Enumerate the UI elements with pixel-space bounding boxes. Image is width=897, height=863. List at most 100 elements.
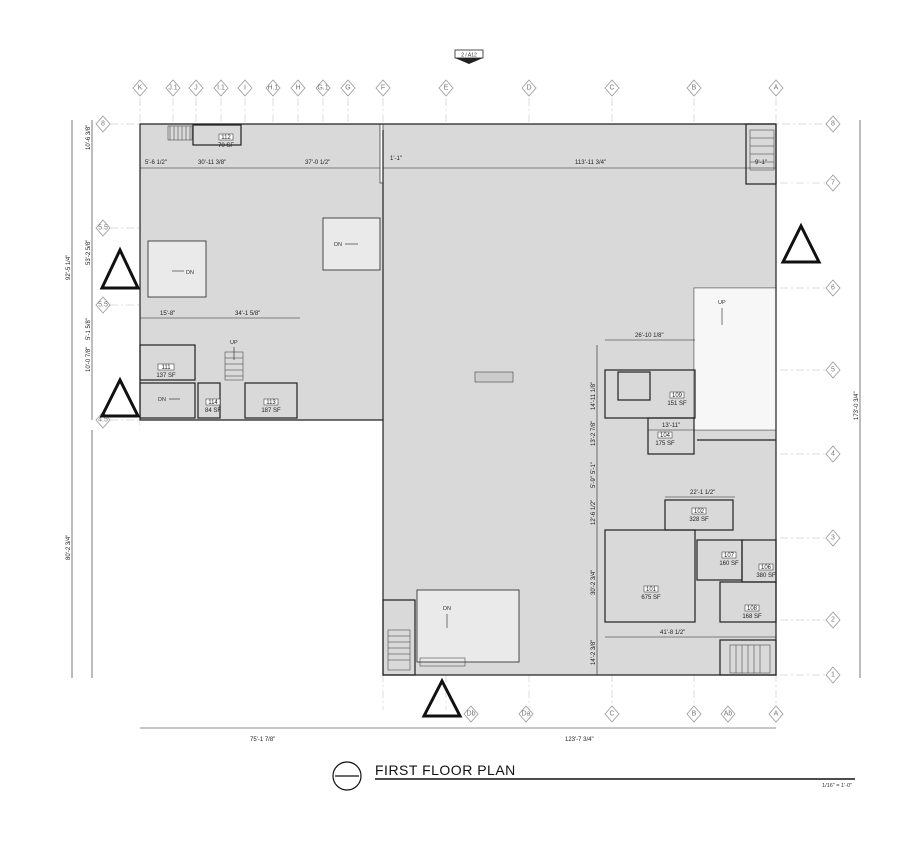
walls: [139, 123, 777, 676]
svg-text:15'-8": 15'-8": [160, 311, 175, 317]
svg-text:113'-11 3/4": 113'-11 3/4": [575, 160, 606, 166]
grid-bubble-6: 6: [825, 279, 841, 297]
svg-text:6: 6: [831, 285, 835, 292]
grid-bubble-4: 4: [825, 445, 841, 463]
svg-text:380 SF: 380 SF: [756, 573, 776, 579]
svg-text:12'-6 1/2": 12'-6 1/2": [591, 500, 597, 525]
svg-text:DN: DN: [186, 270, 194, 276]
svg-text:I.1: I.1: [217, 85, 225, 92]
svg-text:160 SF: 160 SF: [719, 561, 739, 567]
grid-bubble-db: Db: [463, 705, 479, 723]
svg-text:101: 101: [646, 587, 657, 593]
svg-text:C: C: [609, 711, 614, 718]
svg-text:B: B: [692, 85, 697, 92]
grid-bubble-left-5-5b: 5.5: [95, 296, 111, 314]
grid-bubble-d: D: [521, 79, 537, 97]
svg-text:DN: DN: [334, 242, 342, 248]
svg-text:10'-6 3/8": 10'-6 3/8": [86, 125, 92, 150]
svg-text:26'-10 1/8": 26'-10 1/8": [635, 333, 664, 339]
triangle-markers: [99, 222, 822, 718]
svg-text:4.5: 4.5: [98, 417, 108, 424]
svg-text:8: 8: [101, 121, 105, 128]
svg-text:G: G: [345, 85, 350, 92]
grid-bubble-c: C: [604, 79, 620, 97]
svg-text:A: A: [774, 711, 779, 718]
grid-bubble-k: K: [132, 79, 148, 97]
title-block: FIRST FLOOR PLAN 1/16" = 1'-0": [332, 761, 855, 791]
room-tag-112: 112 70 SF: [218, 133, 234, 149]
stairs: [167, 125, 775, 674]
svg-text:30'-2 3/4": 30'-2 3/4": [591, 570, 597, 595]
svg-text:187 SF: 187 SF: [261, 408, 281, 414]
grid-bubble-g1: G.1: [315, 79, 331, 97]
svg-text:123'-7 3/4": 123'-7 3/4": [565, 737, 594, 743]
svg-text:22'-1 1/2": 22'-1 1/2": [690, 490, 715, 496]
svg-text:108: 108: [747, 606, 758, 612]
svg-text:Da: Da: [522, 711, 531, 718]
grid-bubble-3: 3: [825, 529, 841, 547]
svg-text:41'-8 1/2": 41'-8 1/2": [660, 630, 685, 636]
grid-bubble-i1: I.1: [213, 79, 229, 97]
svg-text:106: 106: [761, 565, 772, 571]
svg-text:3: 3: [831, 535, 835, 542]
svg-text:E: E: [444, 85, 449, 92]
svg-text:75'-1 7/8": 75'-1 7/8": [250, 737, 275, 743]
svg-text:Db: Db: [467, 711, 476, 718]
svg-text:37'-0 1/2": 37'-0 1/2": [305, 160, 330, 166]
svg-text:111: 111: [161, 365, 171, 371]
sheet-reference-tag: 2 / A12: [454, 49, 484, 64]
svg-text:30'-11 3/8": 30'-11 3/8": [198, 160, 226, 166]
floor-area: [139, 123, 777, 676]
triangle-marker-bottom: [421, 677, 463, 718]
grid-bubble-2: 2: [825, 611, 841, 629]
dimension-lines: [71, 120, 861, 729]
svg-text:5'-9": 5'-9": [591, 476, 597, 488]
grid-bubble-1: 1: [825, 666, 841, 684]
svg-text:2 / A12: 2 / A12: [461, 53, 477, 59]
svg-text:107: 107: [724, 553, 735, 559]
svg-text:13'-2 7/8": 13'-2 7/8": [591, 421, 597, 446]
svg-text:92'-5 1/4": 92'-5 1/4": [66, 255, 72, 280]
svg-text:A: A: [774, 85, 779, 92]
grid-bubble-7: 7: [825, 174, 841, 192]
grid-bubble-a: A: [768, 79, 784, 97]
svg-text:H.1: H.1: [268, 85, 279, 92]
svg-text:14'-11 1/8": 14'-11 1/8": [591, 382, 597, 410]
svg-text:9'-1": 9'-1": [755, 160, 767, 166]
svg-text:70 SF: 70 SF: [218, 143, 234, 149]
svg-text:DN: DN: [443, 606, 451, 612]
grid-bubble-c-bottom: C: [604, 705, 620, 723]
grid-bubbles-right: 8 7 6 5 4 3 2 1: [825, 115, 841, 684]
stair-annotations: DN DN DN UP UP DN: [158, 242, 726, 628]
triangle-marker-left-lower: [99, 376, 141, 418]
svg-text:5'-6 1/2": 5'-6 1/2": [145, 160, 167, 166]
grid-bubble-j: J: [188, 79, 204, 97]
svg-text:D: D: [526, 85, 531, 92]
grid-bubbles-bottom: Db Da C B Ab A: [463, 705, 784, 723]
svg-text:UP: UP: [230, 340, 238, 346]
svg-text:C: C: [609, 85, 614, 92]
svg-text:DN: DN: [158, 397, 166, 403]
svg-text:114: 114: [208, 400, 218, 406]
grid-bubble-b: B: [686, 79, 702, 97]
svg-text:102: 102: [694, 509, 705, 515]
svg-text:34'-1 5/8": 34'-1 5/8": [235, 311, 260, 317]
svg-text:5.5: 5.5: [98, 225, 108, 232]
grid-bubble-h: H: [290, 79, 306, 97]
svg-text:5'-1 5/8": 5'-1 5/8": [86, 318, 92, 340]
triangle-marker-left-upper: [99, 246, 141, 290]
svg-text:1: 1: [831, 672, 835, 679]
svg-text:K: K: [138, 85, 143, 92]
svg-text:4: 4: [831, 451, 835, 458]
svg-text:8: 8: [831, 121, 835, 128]
svg-text:104: 104: [660, 433, 671, 439]
svg-text:112: 112: [221, 135, 231, 141]
svg-text:5: 5: [831, 367, 835, 374]
grid-bubble-b-bottom: B: [686, 705, 702, 723]
